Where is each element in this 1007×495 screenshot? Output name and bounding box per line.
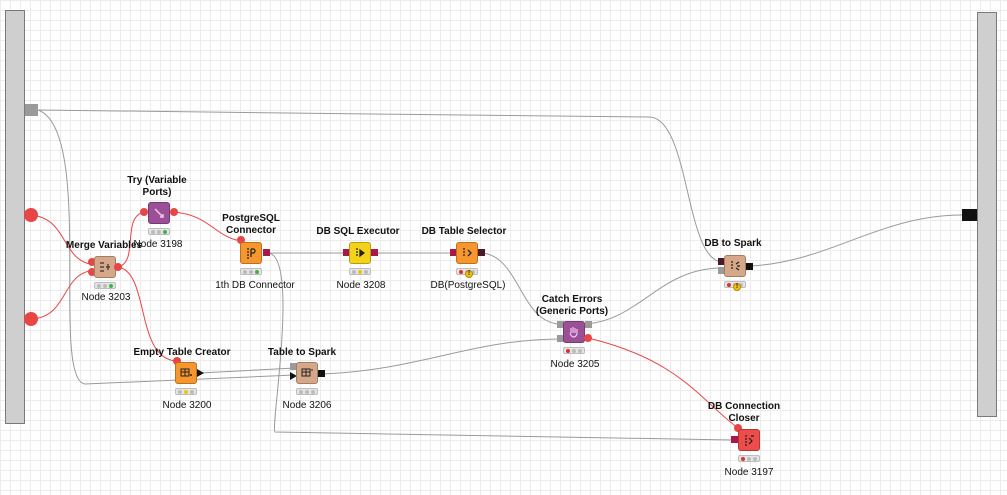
postgres-status: [240, 268, 262, 275]
sqlexec-status: [349, 268, 371, 275]
db-table-selector-node[interactable]: [456, 242, 478, 264]
node-label-tablesel: DB Table Selector: [421, 226, 507, 237]
node-label-try: Try (Variable Ports): [127, 175, 187, 198]
catch-in-port-2[interactable]: [557, 335, 564, 342]
merge-status: [94, 282, 116, 289]
catch-errors-node[interactable]: [563, 321, 585, 343]
sqlexec-db-in-port[interactable]: [343, 249, 350, 256]
table-to-spark-icon: [301, 368, 313, 377]
catch-in-port-1[interactable]: [557, 321, 564, 328]
left-flow-port-top[interactable]: [24, 208, 38, 222]
node-name-try: Node 3198: [133, 239, 183, 250]
node-name-closer: Node 3197: [724, 467, 774, 478]
tablesel-db-out-port[interactable]: [478, 249, 485, 256]
try-flow-in-port[interactable]: [140, 208, 148, 216]
db-to-spark-icon: [731, 261, 740, 271]
sqlexec-db-out-port[interactable]: [371, 249, 378, 256]
right-metanode-input-port[interactable]: [962, 209, 977, 221]
postgres-flow-in-port[interactable]: [237, 236, 245, 244]
tablesel-db-in-port[interactable]: [450, 249, 457, 256]
node-name-catch: Node 3205: [550, 359, 600, 370]
merge-flow-in-port-2[interactable]: [88, 268, 96, 276]
node-label-sqlexec: DB SQL Executor: [316, 226, 400, 237]
empty-table-creator-node[interactable]: [175, 362, 197, 384]
tablespark-table-in-port[interactable]: [290, 372, 297, 380]
emptytable-status: [175, 388, 197, 395]
node-label-closer: DB Connection Closer: [707, 401, 781, 424]
db-sql-executor-node[interactable]: [349, 242, 371, 264]
db-connection-closer-node[interactable]: [738, 429, 760, 451]
table-selector-icon: [463, 248, 472, 257]
table-creator-icon: [180, 368, 192, 377]
postgresql-icon: [247, 248, 256, 259]
node-name-sqlexec: Node 3208: [336, 280, 386, 291]
try-flow-out-port[interactable]: [170, 208, 178, 216]
right-metanode-bar[interactable]: [977, 12, 997, 417]
merge-flow-out-port[interactable]: [114, 263, 122, 271]
merge-flow-in-port-1[interactable]: [88, 258, 96, 266]
tablespark-out-port[interactable]: [318, 370, 325, 377]
left-flow-port-bottom[interactable]: [24, 312, 38, 326]
emptytable-table-out-port[interactable]: [197, 369, 204, 377]
tablespark-in-port-1[interactable]: [290, 363, 297, 370]
try-status: [148, 228, 170, 235]
catch-status: [563, 347, 585, 354]
node-name-tablesel: DB(PostgreSQL): [430, 280, 506, 291]
node-name-merge: Node 3203: [81, 292, 131, 303]
node-name-emptytable: Node 3200: [162, 400, 212, 411]
node-label-emptytable: Empty Table Creator: [133, 347, 231, 358]
node-name-postgres: 1th DB Connector: [215, 280, 295, 291]
emptytable-flow-in-port[interactable]: [173, 357, 181, 365]
dbspark-db-in-port[interactable]: [718, 258, 725, 265]
db-closer-icon: [745, 435, 754, 446]
node-label-catch: Catch Errors (Generic Ports): [535, 294, 609, 317]
postgresql-connector-node[interactable]: [240, 242, 262, 264]
closer-db-in-port[interactable]: [731, 436, 738, 443]
dbspark-out-port[interactable]: [746, 263, 753, 270]
try-icon: [154, 208, 164, 218]
closer-status: [738, 455, 760, 462]
closer-flow-in-port[interactable]: [734, 424, 742, 432]
left-metanode-output-port[interactable]: [25, 104, 38, 116]
node-label-tablespark: Table to Spark: [267, 347, 337, 358]
left-metanode-bar[interactable]: [5, 10, 25, 424]
node-label-merge: Merge Variables: [65, 240, 143, 251]
postgres-db-out-port[interactable]: [263, 249, 270, 256]
catch-out-port[interactable]: [585, 321, 592, 328]
sql-executor-icon: [356, 248, 365, 258]
dbspark-warning-icon: !: [733, 283, 741, 291]
db-to-spark-node[interactable]: [724, 255, 746, 277]
catch-flow-out-port[interactable]: [584, 334, 592, 342]
node-name-tablespark: Node 3206: [282, 400, 332, 411]
node-label-postgres: PostgreSQL Connector: [222, 213, 280, 236]
try-node[interactable]: [148, 202, 170, 224]
dbspark-spark-in-port[interactable]: [718, 267, 725, 274]
merge-variables-icon: [100, 262, 110, 272]
tablesel-warning-icon: !: [465, 270, 473, 278]
node-label-dbspark: DB to Spark: [704, 238, 762, 249]
table-to-spark-node[interactable]: [296, 362, 318, 384]
tablespark-status: [296, 388, 318, 395]
catch-errors-icon: [569, 327, 578, 338]
merge-variables-node[interactable]: [94, 256, 116, 278]
